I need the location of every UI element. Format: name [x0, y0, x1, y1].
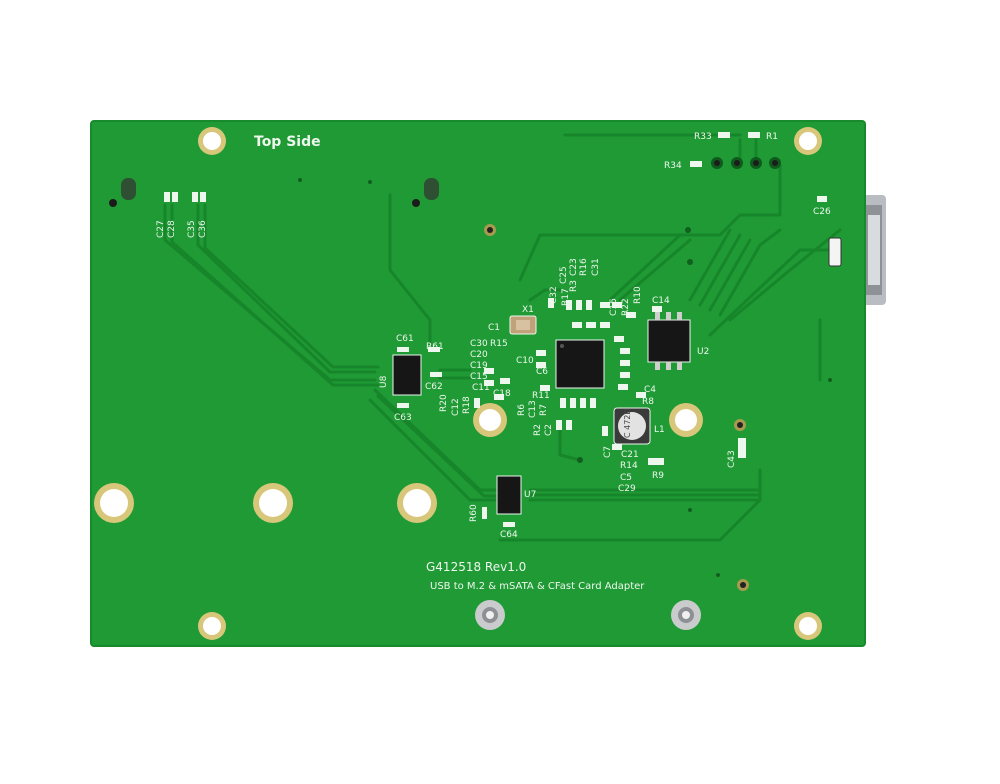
ref-r2: R2: [533, 424, 543, 436]
mounting-hole: [669, 403, 703, 437]
ref-r8: R8: [642, 397, 654, 407]
ref-r60: R60: [469, 504, 479, 522]
switch-ic-u7: [496, 475, 522, 515]
slot-cutouts: [109, 178, 842, 267]
mounting-hole: [397, 483, 437, 523]
ref-c11: C11: [472, 383, 490, 393]
ref-c12: C12: [451, 398, 461, 416]
crystal-x1: [509, 315, 537, 335]
smd-passives: [164, 132, 827, 527]
main-controller-ic: [555, 339, 605, 389]
ref-u8: U8: [379, 375, 389, 388]
ref-c27: C27: [156, 220, 166, 238]
ref-r33: R33: [694, 132, 712, 142]
ref-c10: C10: [516, 356, 534, 366]
switch-ic-u8: [392, 354, 422, 396]
mounting-hole: [198, 127, 226, 155]
ref-r15: R15: [490, 339, 508, 349]
ref-c28: C28: [167, 220, 177, 238]
mounting-hole: [198, 612, 226, 640]
ref-r11: R11: [532, 391, 550, 401]
ref-r3: R3: [569, 280, 579, 292]
mounting-hole: [473, 403, 507, 437]
ref-c15: C15: [470, 372, 488, 382]
mounting-hole: [794, 127, 822, 155]
inductor-l1: [613, 407, 651, 445]
vias: [298, 178, 832, 591]
ref-c26: C26: [813, 207, 831, 217]
standoff: [475, 600, 505, 630]
ref-r34: R34: [664, 161, 682, 171]
ref-c35: C35: [187, 220, 197, 238]
mounting-hole: [253, 483, 293, 523]
ref-r7: R7: [539, 404, 549, 416]
board-description: USB to M.2 & mSATA & CFast Card Adapter: [430, 581, 645, 592]
side-label: Top Side: [254, 134, 321, 150]
ref-r9: R9: [652, 471, 664, 481]
ref-c14: C14: [652, 296, 670, 306]
header-pins: [711, 157, 781, 169]
ref-c62: C62: [425, 382, 443, 392]
ref-u2: U2: [697, 347, 709, 357]
standoff: [671, 600, 701, 630]
ref-r17: R17: [561, 288, 571, 306]
ref-r18: R18: [462, 396, 472, 414]
ref-c25: C25: [559, 266, 569, 284]
ref-r6: R6: [517, 404, 527, 416]
ref-r1: R1: [766, 132, 778, 142]
ref-c18: C18: [493, 389, 511, 399]
ref-c5: C5: [620, 473, 632, 483]
ref-r16: R16: [579, 258, 589, 276]
ref-c1: C1: [488, 323, 500, 333]
mounting-holes: [94, 127, 822, 640]
ref-c7: C7: [603, 446, 613, 458]
ref-c4: C4: [644, 385, 656, 395]
revision-label: G412518 Rev1.0: [426, 560, 526, 574]
ref-c30: C30: [470, 339, 488, 349]
ref-r20: R20: [439, 394, 449, 412]
ref-r61: R61: [426, 342, 444, 352]
ref-c19: C19: [470, 361, 488, 371]
silkscreen-labels: Top Side G412518 Rev1.0 USB to M.2 & mSA…: [156, 132, 831, 592]
mounting-hole: [94, 483, 134, 523]
ref-c23: C23: [569, 258, 579, 276]
ref-u7: U7: [524, 490, 536, 500]
ref-c6: C6: [536, 367, 548, 377]
ref-c32: C32: [549, 286, 559, 304]
flash-ic-u2: [647, 312, 691, 370]
ref-c64: C64: [500, 530, 518, 540]
chip-mark: C 472D: [623, 408, 632, 438]
ref-c29: C29: [618, 484, 636, 494]
mounting-hole: [794, 612, 822, 640]
ref-c36: C36: [198, 220, 208, 238]
ref-c21: C21: [621, 450, 639, 460]
ref-c61: C61: [396, 334, 414, 344]
ref-c31: C31: [591, 258, 601, 276]
copper-traces: [163, 133, 842, 542]
ref-r10: R10: [633, 286, 643, 304]
ref-c63: C63: [394, 413, 412, 423]
ref-x1: X1: [522, 305, 534, 315]
ref-c20: C20: [470, 350, 488, 360]
ref-c13: C13: [528, 400, 538, 418]
ref-r14: R14: [620, 461, 638, 471]
ref-c2: C2: [544, 424, 554, 436]
ref-l1: L1: [654, 425, 665, 435]
ref-c16: C16: [609, 298, 619, 316]
ref-r22: R22: [621, 298, 631, 316]
ref-c43: C43: [727, 450, 737, 468]
